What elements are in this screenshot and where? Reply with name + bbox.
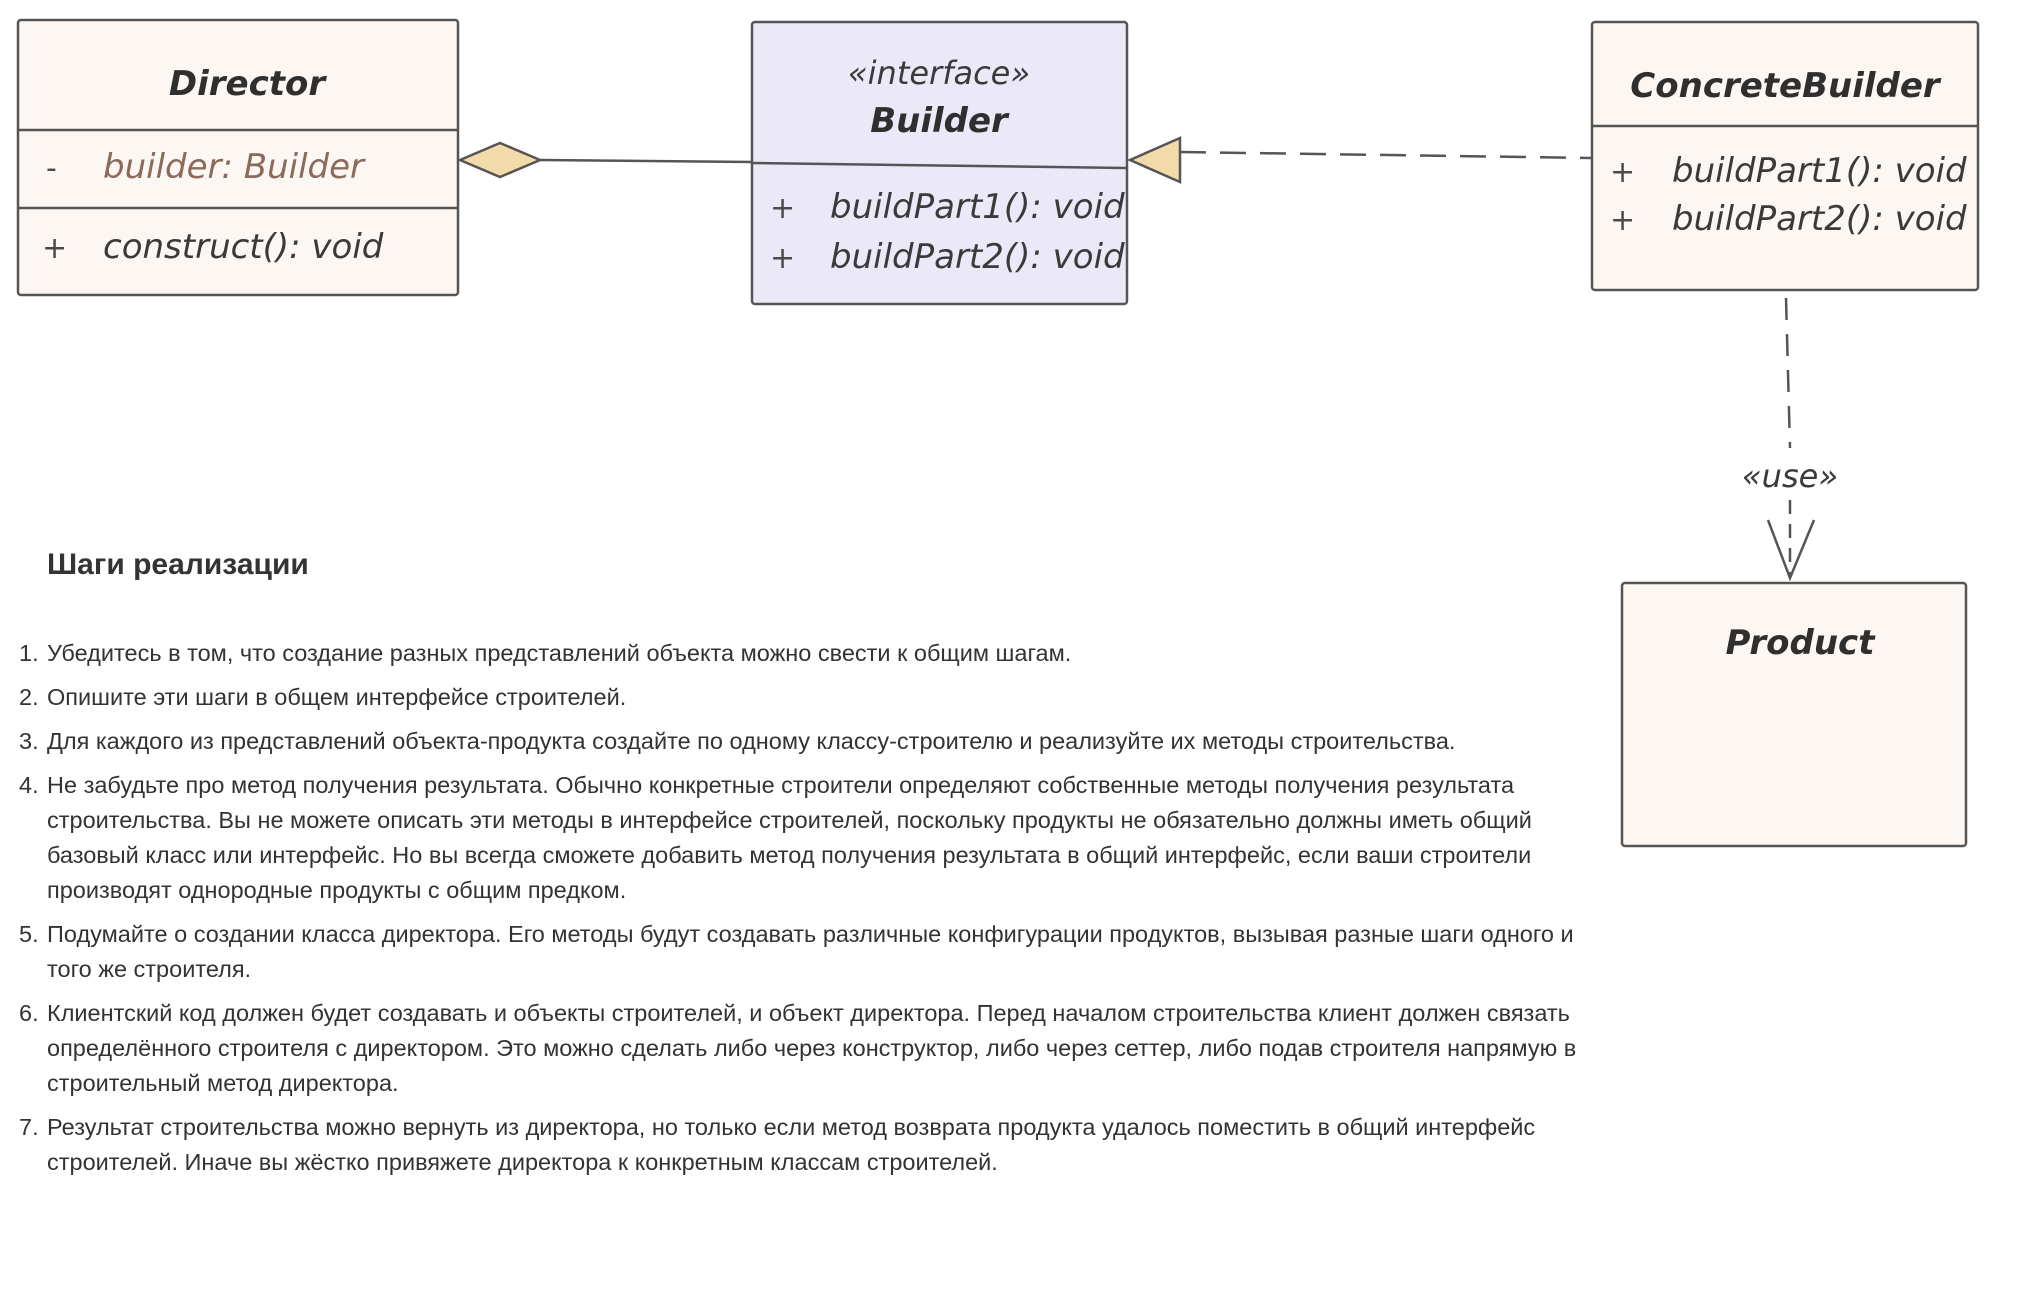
dependency-dashed-line-upper — [1784, 297, 1792, 449]
aggregation-line — [539, 158, 753, 164]
director-method-vis: + — [42, 231, 67, 266]
realization-triangle — [1126, 136, 1182, 184]
concrete-builder-class[interactable]: ConcreteBuilder + buildPart1(): void + b… — [1590, 20, 1980, 292]
step-item: 6. Клиентский код должен будет создавать … — [19, 996, 1580, 1101]
concrete-builder-method-2-text: buildPart2(): void — [1672, 199, 1967, 239]
builder-method-1-vis: + — [770, 191, 795, 226]
builder-stereotype: «interface» — [848, 54, 1030, 92]
concrete-builder-name: ConcreteBuilder — [1630, 66, 1942, 106]
step-item: 2. Опишите эти шаги в общем интерфейсе ст… — [19, 680, 1580, 715]
aggregation-diamond — [456, 141, 544, 179]
step-number: 5. — [19, 921, 39, 947]
concrete-builder-method-2-vis: + — [1610, 203, 1635, 238]
product-name: Product — [1726, 623, 1877, 663]
builder-divider — [751, 161, 1128, 170]
steps-list: 1. Убедитесь в том, что создание разных п… — [0, 636, 1580, 1180]
aggregation-director-builder — [456, 141, 753, 179]
builder-method-2-text: buildPart2(): void — [830, 237, 1125, 277]
step-text: Результат строительства можно вернуть из… — [47, 1114, 1536, 1175]
step-item: 3. Для каждого из представлений объекта-п… — [19, 724, 1580, 759]
builder-name: Builder — [870, 101, 1010, 141]
implementation-steps: Шаги реализации 1. Убедитесь в том, что с… — [0, 548, 1580, 1189]
director-attr-vis: - — [46, 151, 57, 186]
step-number: 6. — [19, 1000, 39, 1026]
product-class[interactable]: Product — [1620, 581, 1968, 848]
director-box — [16, 18, 460, 297]
step-item: 7. Результат строительства можно вернуть … — [19, 1110, 1580, 1180]
realization-concrete-builder — [1126, 136, 1593, 184]
director-method-text: construct(): void — [103, 227, 384, 267]
concrete-builder-method-1-text: buildPart1(): void — [1672, 151, 1967, 191]
step-text: Клиентский код должен будет создавать и … — [47, 1000, 1577, 1096]
director-attr-text: builder: Builder — [103, 147, 366, 187]
step-text: Убедитесь в том, что создание разных пре… — [47, 640, 1072, 666]
step-text: Не забудьте про метод получения результа… — [47, 772, 1532, 903]
step-text: Подумайте о создании класса директора. Е… — [47, 921, 1574, 982]
step-text: Для каждого из представлений объекта-про… — [47, 728, 1456, 754]
step-number: 4. — [19, 772, 39, 798]
step-number: 2. — [19, 684, 39, 710]
realization-dashed-line — [1179, 150, 1593, 160]
concrete-builder-box — [1590, 20, 1980, 292]
step-number: 3. — [19, 728, 39, 754]
concrete-builder-method-1-vis: + — [1610, 155, 1635, 190]
product-box — [1620, 581, 1968, 848]
builder-method-1-text: buildPart1(): void — [830, 187, 1125, 227]
step-text: Опишите эти шаги в общем интерфейсе стро… — [47, 684, 627, 710]
builder-method-2-vis: + — [770, 241, 795, 276]
step-item: 4. Не забудьте про метод получения резуль… — [19, 768, 1580, 908]
director-class[interactable]: Director - builder: Builder + construct(… — [16, 18, 460, 297]
director-name: Director — [169, 64, 327, 104]
uml-class-diagram: Director - builder: Builder + construct(… — [16, 18, 1980, 848]
step-item: 5. Подумайте о создании класса директора.… — [19, 917, 1580, 987]
step-number: 7. — [19, 1114, 39, 1140]
builder-interface[interactable]: «interface» Builder + buildPart1(): void… — [750, 20, 1129, 306]
use-label: «use» — [1742, 457, 1838, 495]
steps-heading: Шаги реализации — [47, 548, 309, 581]
dependency-arrowhead — [1766, 519, 1816, 582]
dependency-use: «use» — [1742, 297, 1838, 582]
step-number: 1. — [19, 640, 39, 666]
step-item: 1. Убедитесь в том, что создание разных п… — [19, 636, 1580, 671]
